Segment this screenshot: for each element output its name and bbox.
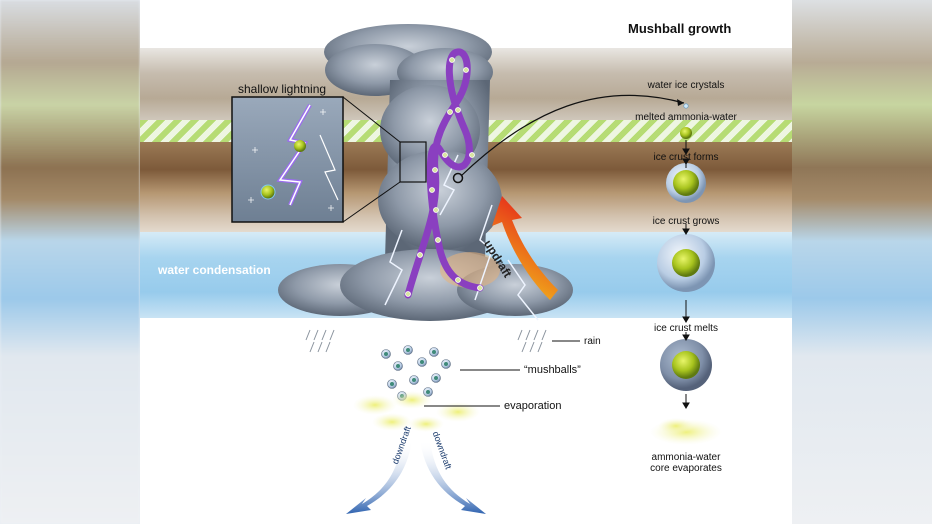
step-core-evaporates: core evaporates — [650, 463, 722, 474]
process-leader-line — [460, 94, 685, 177]
diagram-canvas: Mushball growth shallow lightning water … — [140, 0, 792, 524]
selected-particle-marker — [452, 172, 464, 184]
mushballs-callout: “mushballs” — [524, 364, 581, 376]
shallow-lightning-inset — [231, 96, 344, 223]
step-ice-crust-melts: ice crust melts — [654, 323, 718, 334]
updraft-arrow — [492, 196, 558, 300]
cloud-lightning — [384, 154, 539, 321]
downdraft-arrow-left — [346, 440, 412, 514]
mushball-cluster — [381, 345, 451, 401]
inset-source-box — [399, 141, 427, 183]
process-arrows — [682, 140, 690, 409]
rain-callout: rain — [584, 336, 601, 347]
step-water-ice-crystals: water ice crystals — [647, 80, 725, 91]
diagram-title: Mushball growth — [628, 21, 732, 36]
process-leader-arrowhead — [677, 99, 684, 106]
water-condensation-label: water condensation — [158, 263, 271, 277]
blurred-side-panel-right — [792, 0, 932, 524]
blurred-side-panel-left — [0, 0, 140, 524]
step-ice-crust-grows: ice crust grows — [652, 216, 720, 227]
inset-connector-top — [342, 96, 401, 143]
diagram-graphics — [231, 24, 722, 514]
process-column — [650, 103, 722, 445]
rain-streaks — [305, 329, 547, 353]
inset-label: shallow lightning — [238, 82, 327, 96]
downdraft-arrow-right — [420, 440, 486, 514]
step-ice-crust-forms: ice crust forms — [653, 152, 719, 163]
step-melted-ammonia-water: melted ammonia-water — [635, 112, 737, 123]
evaporation-clouds — [353, 391, 480, 432]
inset-connector-bottom — [342, 181, 401, 223]
trajectory-particles — [405, 57, 483, 297]
evaporation-callout: evaporation — [504, 400, 562, 412]
step-ammonia-water: ammonia-water — [651, 452, 721, 463]
